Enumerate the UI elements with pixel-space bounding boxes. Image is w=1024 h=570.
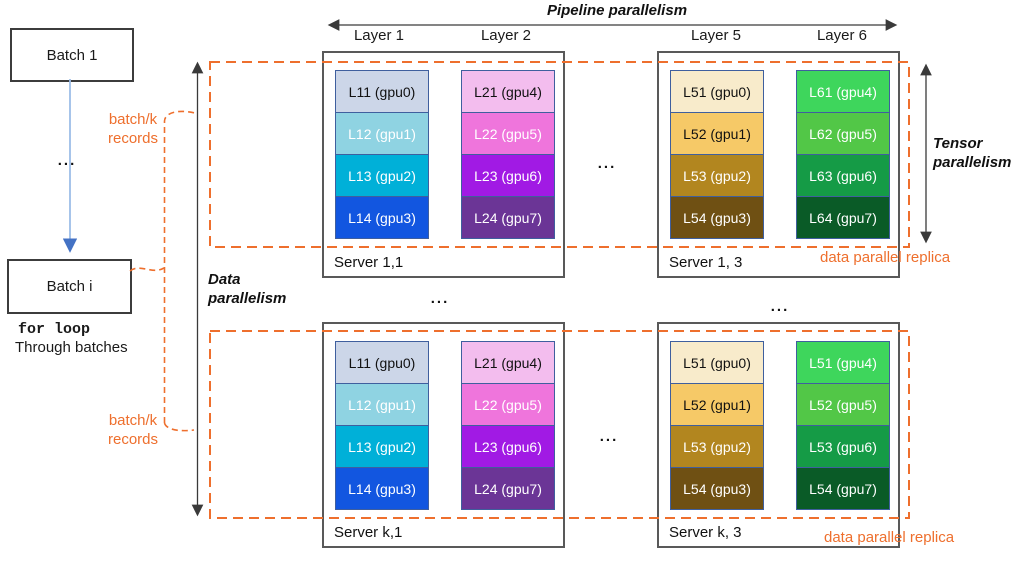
ellipsis: ... [770, 298, 790, 315]
server-box-1-3: L51 (gpu0)L52 (gpu1)L53 (gpu2)L54 (gpu3)… [657, 51, 900, 278]
batch-i-label: Batch i [46, 278, 93, 295]
gpu-cell: L53 (gpu2) [670, 425, 764, 468]
gpu-cell: L61 (gpu4) [796, 70, 890, 113]
data-parallelism-label: Data parallelism [208, 270, 286, 308]
server-label: Server k, 3 [669, 524, 742, 541]
ellipsis: ... [597, 155, 617, 172]
batch-split-connector-bottom [163, 422, 195, 432]
gpu-cell: L21 (gpu4) [461, 70, 555, 113]
gpu-cell: L21 (gpu4) [461, 341, 555, 384]
through-batches-label: Through batches [15, 339, 128, 356]
gpu-cell: L51 (gpu0) [670, 70, 764, 113]
gpu-cell: L51 (gpu4) [796, 341, 890, 384]
gpu-cell: L23 (gpu6) [461, 154, 555, 197]
batch-k-line1: batch/k [108, 412, 158, 429]
gpu-cell: L52 (gpu5) [796, 383, 890, 426]
gpu-column-layer1: L11 (gpu0)L12 (gpu1)L13 (gpu2)L14 (gpu3) [335, 341, 429, 510]
gpu-cell: L51 (gpu0) [670, 341, 764, 384]
gpu-cell: L54 (gpu3) [670, 196, 764, 239]
gpu-cell: L64 (gpu7) [796, 196, 890, 239]
gpu-cell: L11 (gpu0) [335, 341, 429, 384]
gpu-cell: L62 (gpu5) [796, 112, 890, 155]
tensor-parallelism-line2: parallelism [933, 154, 1012, 171]
gpu-column-layer2: L21 (gpu4)L22 (gpu5)L23 (gpu6)L24 (gpu7) [461, 70, 555, 239]
gpu-cell: L22 (gpu5) [461, 383, 555, 426]
batch-i-box: Batch i [7, 259, 132, 314]
data-parallel-replica-top: data parallel replica [820, 249, 951, 266]
gpu-cell: L14 (gpu3) [335, 467, 429, 510]
server-box-1-1: L11 (gpu0)L12 (gpu1)L13 (gpu2)L14 (gpu3)… [322, 51, 565, 278]
ellipsis: ... [430, 290, 450, 307]
gpu-cell: L13 (gpu2) [335, 154, 429, 197]
gpu-column-layer1: L11 (gpu0)L12 (gpu1)L13 (gpu2)L14 (gpu3) [335, 70, 429, 239]
layer-5-header: Layer 5 [690, 27, 742, 44]
gpu-cell: L11 (gpu0) [335, 70, 429, 113]
gpu-cell: L53 (gpu2) [670, 154, 764, 197]
tensor-parallelism-label: Tensor parallelism [933, 134, 1011, 172]
layer-6-header: Layer 6 [816, 27, 868, 44]
gpu-cell: L53 (gpu6) [796, 425, 890, 468]
gpu-cell: L52 (gpu1) [670, 383, 764, 426]
batch-k-line2: records [107, 130, 159, 147]
gpu-column-layer2: L21 (gpu4)L22 (gpu5)L23 (gpu6)L24 (gpu7) [461, 341, 555, 510]
batch-split-connector-top [163, 110, 196, 423]
server-box-k-1: L11 (gpu0)L12 (gpu1)L13 (gpu2)L14 (gpu3)… [322, 322, 565, 548]
batch-1-label: Batch 1 [46, 46, 98, 64]
layer-1-header: Layer 1 [353, 27, 405, 44]
gpu-cell: L24 (gpu7) [461, 467, 555, 510]
batch-1-box: Batch 1 [10, 28, 134, 82]
layer-2-header: Layer 2 [480, 27, 532, 44]
gpu-cell: L63 (gpu6) [796, 154, 890, 197]
server-label: Server k,1 [334, 524, 403, 541]
ellipsis: ... [57, 152, 77, 169]
ellipsis: ... [599, 428, 619, 445]
gpu-cell: L14 (gpu3) [335, 196, 429, 239]
gpu-cell: L12 (gpu1) [335, 112, 429, 155]
data-parallelism-line1: Data [208, 271, 241, 288]
gpu-column-layer6: L61 (gpu4)L62 (gpu5)L63 (gpu6)L64 (gpu7) [796, 70, 890, 239]
tensor-parallelism-line1: Tensor [933, 135, 983, 152]
gpu-cell: L24 (gpu7) [461, 196, 555, 239]
pipeline-parallelism-title: Pipeline parallelism [546, 2, 688, 19]
data-parallelism-line2: parallelism [208, 290, 287, 307]
batch-k-records-bottom: batch/k records [103, 411, 163, 449]
gpu-cell: L54 (gpu7) [796, 467, 890, 510]
batch-k-records-top: batch/k records [103, 110, 163, 148]
gpu-cell: L22 (gpu5) [461, 112, 555, 155]
server-box-k-3: L51 (gpu0)L52 (gpu1)L53 (gpu2)L54 (gpu3)… [657, 322, 900, 548]
batch-i-connector [129, 267, 165, 272]
gpu-cell: L54 (gpu3) [670, 467, 764, 510]
batch-k-line2: records [107, 431, 159, 448]
gpu-column-layer6: L51 (gpu4)L52 (gpu5)L53 (gpu6)L54 (gpu7) [796, 341, 890, 510]
gpu-cell: L52 (gpu1) [670, 112, 764, 155]
server-label: Server 1, 3 [669, 254, 743, 271]
gpu-column-layer5: L51 (gpu0)L52 (gpu1)L53 (gpu2)L54 (gpu3) [670, 341, 764, 510]
gpu-column-layer5: L51 (gpu0)L52 (gpu1)L53 (gpu2)L54 (gpu3) [670, 70, 764, 239]
for-loop-label: for loop [18, 321, 91, 338]
server-label: Server 1,1 [334, 254, 404, 271]
gpu-cell: L13 (gpu2) [335, 425, 429, 468]
gpu-cell: L12 (gpu1) [335, 383, 429, 426]
data-parallel-replica-bottom: data parallel replica [824, 529, 955, 546]
batch-k-line1: batch/k [108, 111, 158, 128]
gpu-cell: L23 (gpu6) [461, 425, 555, 468]
